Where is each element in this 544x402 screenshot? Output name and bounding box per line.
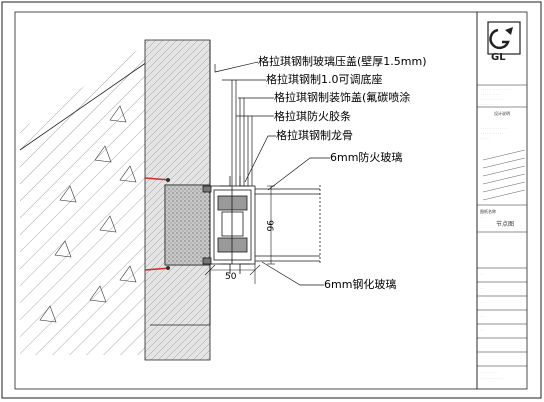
- dimension-96: [267, 185, 275, 265]
- notes-line-2: · · · · · · · · · · · ·: [481, 131, 503, 135]
- callout-fire-glass: 6mm防火玻璃: [330, 151, 403, 164]
- leader-lines: [214, 61, 330, 286]
- wall-hatch: [20, 45, 145, 355]
- callout-adjustable-base: 格拉琪钢制1.0可调底座: [266, 73, 383, 86]
- title-block-ruling: [482, 149, 526, 201]
- anchor-bolts: [144, 177, 171, 271]
- drawing-name-sub: · · ·: [480, 215, 485, 219]
- company-line-4: · · · · · · ·: [481, 102, 494, 106]
- callout-tempered-glass: 6mm钢化玻璃: [324, 278, 397, 291]
- logo-box: [487, 21, 521, 55]
- dimension-50-label: 50: [225, 272, 237, 282]
- callout-steel-keel: 格拉琪钢制龙骨: [276, 129, 353, 142]
- drawing-name-label: 图纸名称: [480, 209, 496, 214]
- notes-sub: · · · · ·: [496, 117, 505, 121]
- steel-profile: [202, 176, 256, 274]
- company-line-2: · · · · · · · · · ·: [481, 92, 500, 96]
- notes-line-3: · · · · ·: [481, 136, 490, 140]
- drawing-name: 节点图: [496, 221, 515, 228]
- row-2: · · ·: [480, 286, 485, 290]
- logo-text: GL: [491, 52, 506, 63]
- callout-fire-strip: 格拉琪防火胶条: [274, 110, 351, 123]
- row-5: · ·: [480, 328, 483, 332]
- logo-mark: [489, 28, 510, 50]
- row-3: · ·: [480, 300, 483, 304]
- company-line-3: · · · · · · · · · · · ·: [481, 97, 503, 101]
- callout-glass-cap: 格拉琪钢制玻璃压盖(壁厚1.5mm): [258, 55, 427, 68]
- company-line-1: · · · · · · · · · · · · · · · ·: [481, 87, 511, 91]
- row-4: · · ·: [480, 314, 485, 318]
- notes-title: 设计说明: [494, 111, 510, 116]
- dimension-50: [204, 264, 261, 284]
- fireproof-infill: [164, 184, 211, 266]
- row-1: · ·: [480, 272, 483, 276]
- dimension-96-label: 96: [264, 220, 274, 232]
- callout-decor-cover: 格拉琪钢制装饰盖(氟碳喷涂: [274, 91, 411, 104]
- footer-line-1: · · · · · · · · · ·: [480, 370, 499, 374]
- notes-line-1: · · · · · · · · · · · · · ·: [481, 126, 507, 130]
- glass-panes: [255, 185, 321, 265]
- footer-line-2: · · · · · · · · · · · · ·: [480, 376, 504, 380]
- wall-triangles: [39, 105, 137, 323]
- title-block-frame: [476, 11, 528, 390]
